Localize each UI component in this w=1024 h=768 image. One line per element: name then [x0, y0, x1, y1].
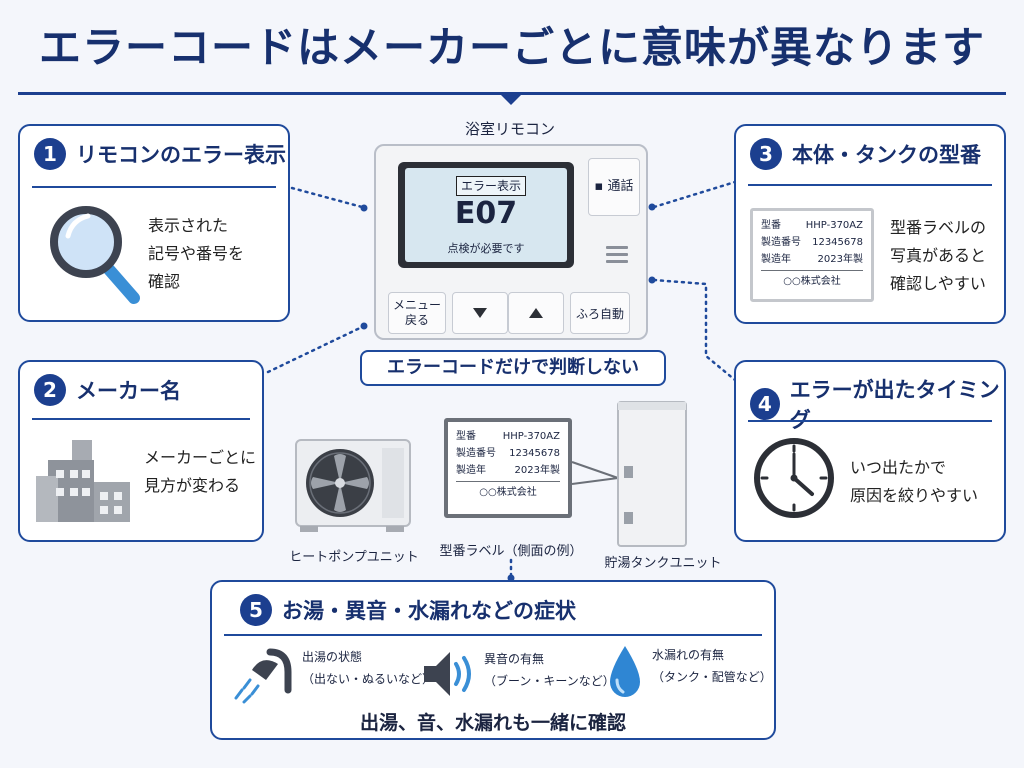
card-title: メーカー名 [76, 379, 181, 403]
label-value: 12345678 [509, 448, 560, 459]
shower-icon [234, 648, 292, 704]
clock-icon [754, 438, 834, 518]
up-button [508, 292, 564, 334]
card-text-line: メーカーごとに [144, 448, 257, 467]
label-key: 製造年 [761, 254, 791, 265]
title-divider [18, 92, 1006, 95]
factory-icon [36, 440, 130, 522]
card-manufacturer: 2 メーカー名 メーカーごとに 見方が変わる [18, 360, 264, 542]
remote-label: 浴室リモコン [464, 120, 555, 138]
card-text-line: 見方が変わる [144, 476, 241, 495]
card-error-timing: 4 エラーが出たタイミング いつ出たかで 原因を絞りやすい [734, 360, 1006, 542]
label-key: 型番 [761, 220, 781, 231]
card-model-number: 3 本体・タンクの型番 型番 HHP-370AZ 製造番号 12345678 製造年… [734, 124, 1006, 324]
card-text-line: 原因を絞りやすい [850, 486, 979, 505]
label-value: HHP-370AZ [805, 220, 863, 231]
down-button [452, 292, 508, 334]
card-title: お湯・異音・水漏れなどの症状 [282, 599, 576, 623]
label-value: 12345678 [812, 237, 863, 248]
menu-icon [606, 246, 628, 267]
call-button-label: 通話 [607, 179, 634, 194]
lcd-message: 点検が必要です [447, 242, 525, 255]
label-maker: ○○株式会社 [456, 481, 560, 498]
label-key: 型番 [456, 431, 476, 442]
symptom-sub: （ブーン・キーンなど） [484, 674, 615, 688]
card-title: リモコンのエラー表示 [76, 143, 286, 167]
step-number: 5 [240, 594, 272, 626]
step-number: 4 [750, 388, 780, 420]
label-key: 製造番号 [456, 448, 496, 459]
auto-bath-button: ふろ自動 [570, 292, 630, 334]
symptom-title: 異音の有無 [484, 652, 545, 666]
card-text-line: 写真があると [890, 246, 987, 265]
card-remote-error-display: 1 リモコンのエラー表示 表示された 記号や番号を 確認 [18, 124, 290, 322]
card-text-line: 確認 [148, 272, 181, 291]
card-text-line: 型番ラベルの [890, 218, 987, 237]
warning-banner: エラーコードだけで判断しない [360, 350, 666, 386]
card-text-line: 確認しやすい [890, 274, 986, 293]
menu-button-label: メニュー [392, 298, 441, 312]
label-key: 製造年 [456, 465, 486, 476]
symptom-sub: （出ない・ぬるいなど） [302, 672, 435, 686]
step-number: 2 [34, 374, 66, 406]
connector-card-3 [652, 180, 737, 209]
heat-pump-caption: ヒートポンプユニット [289, 550, 419, 565]
menu-back-button: メニュー 戻る [388, 292, 446, 334]
symptom-hot-water: 出湯の状態 （出ない・ぬるいなど） [230, 646, 434, 704]
symptom-leak: 水漏れの有無 （タンク・配管など） [606, 644, 772, 702]
symptoms-footer: 出湯、音、水漏れも一緒に確認 [359, 712, 626, 734]
connector-card-2 [266, 325, 364, 374]
call-button: ▪ 通話 [588, 158, 640, 216]
model-label-photo-icon: 型番 HHP-370AZ 製造番号 12345678 製造年 2023年製 ○○株式会… [750, 208, 874, 302]
magnifier-icon [50, 206, 140, 304]
up-arrow-icon [529, 308, 543, 318]
down-arrow-icon [473, 308, 487, 318]
connector-card-4 [652, 278, 737, 382]
symptom-title: 水漏れの有無 [652, 648, 725, 662]
page-title: エラーコードはメーカーごとに意味が異なります [38, 23, 985, 72]
title-divider-notch [500, 94, 522, 105]
card-text-line: 表示された [148, 216, 229, 235]
card-text-line: いつ出たかで [850, 458, 947, 477]
label-key: 製造番号 [761, 237, 801, 248]
label-value: HHP-370AZ [502, 431, 560, 442]
card-title: エラーが出たタイミング [789, 378, 1000, 432]
card-title: 本体・タンクの型番 [792, 143, 981, 167]
error-code: E07 [454, 196, 518, 231]
water-drop-icon [610, 646, 640, 697]
storage-tank-icon [571, 401, 687, 547]
speaker-icon [424, 652, 471, 696]
tank-caption: 貯湯タンクユニット [604, 556, 722, 571]
card-text-line: 記号や番号を [148, 244, 245, 263]
heat-pump-icon [295, 439, 411, 532]
symptom-sub: （タンク・配管など） [652, 670, 772, 684]
model-label-plate: 型番 HHP-370AZ 製造番号 12345678 製造年 2023年製 ○○株式会… [444, 418, 572, 518]
step-number: 3 [750, 138, 782, 170]
symptom-noise: 異音の有無 （ブーン・キーンなど） [422, 648, 615, 700]
back-button-label: 戻る [404, 313, 429, 327]
connector-card-1 [290, 186, 364, 209]
symptom-title: 出湯の状態 [302, 650, 363, 664]
lcd-error-badge: エラー表示 [456, 176, 526, 196]
label-value: 2023年製 [514, 465, 560, 476]
label-maker: ○○株式会社 [761, 270, 863, 287]
card-symptoms: 5 お湯・異音・水漏れなどの症状 出湯の状態 （出ない・ぬるいなど） 異音の有無… [210, 580, 776, 740]
label-value: 2023年製 [817, 254, 863, 265]
label-caption: 型番ラベル（側面の例） [439, 544, 583, 559]
step-number: 1 [34, 138, 66, 170]
